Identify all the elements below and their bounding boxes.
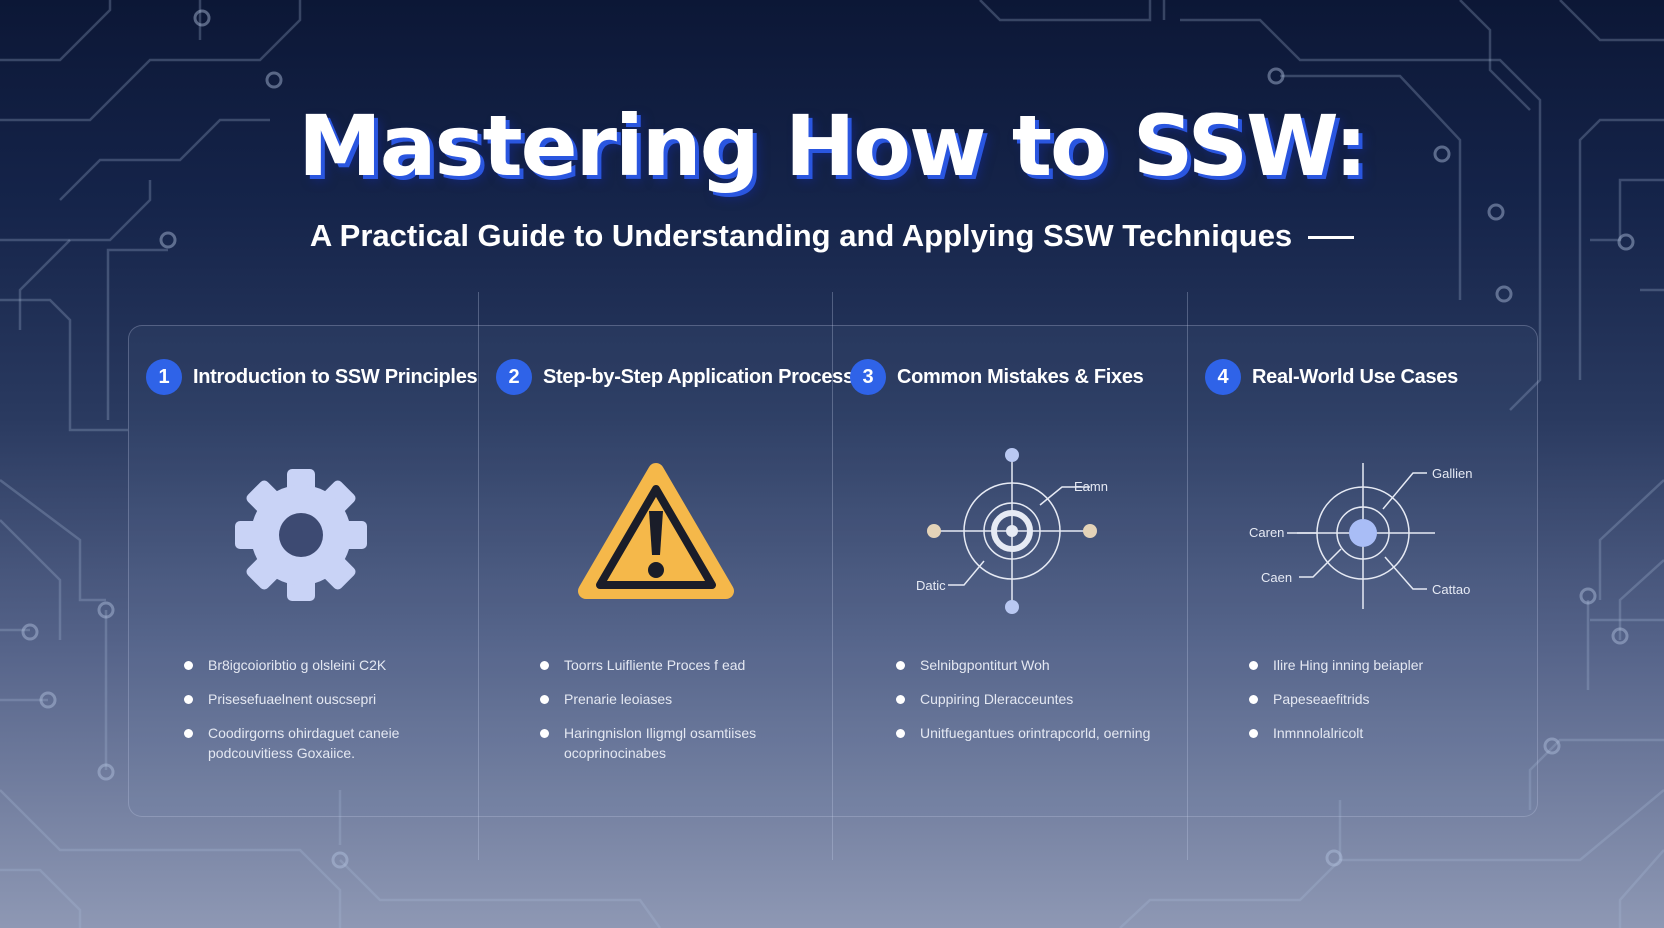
section-header: 2 Step-by-Step Application Process [496, 359, 854, 395]
bullet-item: Ilire Hing inning beiapler [1249, 655, 1549, 675]
section-number-badge: 3 [850, 359, 886, 395]
column-divider [832, 292, 833, 860]
section-title: Common Mistakes & Fixes [897, 365, 1144, 388]
section-number-badge: 2 [496, 359, 532, 395]
section-header: 1 Introduction to SSW Principles [146, 359, 478, 395]
bullet-item: Haringnislon Iligmgl osamtiises ocoprino… [540, 723, 840, 763]
bullet-item: Prisesefuaelnent ouscsepri [184, 689, 484, 709]
page-subtitle: A Practical Guide to Understanding and A… [0, 218, 1664, 254]
bullet-item: Prenarie leoiases [540, 689, 840, 709]
section-bullets: Ilire Hing inning beiapler Papeseaefitri… [1249, 655, 1549, 757]
page-title: Mastering How to SSW: [298, 97, 1368, 195]
sections-panel [128, 325, 1538, 817]
section-title: Step-by-Step Application Process [543, 365, 854, 388]
diagram-label: Gallien [1432, 466, 1472, 481]
diagram-label: Eamn [1074, 479, 1108, 494]
bullet-item: Inmnnolalricolt [1249, 723, 1549, 743]
network-diagram-icon: Gallien Caren Caen Cattao [1249, 463, 1472, 609]
column-divider [478, 292, 479, 860]
bullet-item: Coodirgorns ohirdaguet caneie podcouviti… [184, 723, 484, 763]
section-common-mistakes: 3 Common Mistakes & Fixes Eamn Datic Sel… [832, 325, 1187, 815]
bullet-item: Cuppiring Dleracceuntes [896, 689, 1196, 709]
section-real-world-use-cases: 4 Real-World Use Cases Gallien Caren Cae… [1187, 325, 1536, 815]
section-introduction: 1 Introduction to SSW Principles Br8igco… [128, 325, 478, 815]
bullet-item: Unitfuegantues orintrapcorld, oerning [896, 723, 1196, 743]
bullet-item: Br8igcoioribtio g olsleini C2K [184, 655, 484, 675]
section-header: 4 Real-World Use Cases [1205, 359, 1458, 395]
section-bullets: Selnibgpontiturt Woh Cuppiring Dleracceu… [896, 655, 1196, 757]
subtitle-dash [1308, 236, 1355, 240]
diagram-label: Cattao [1432, 582, 1470, 597]
bullet-item: Papeseaefitrids [1249, 689, 1549, 709]
section-bullets: Toorrs Luifliente Proces f ead Prenarie … [540, 655, 840, 777]
bullet-item: Selnibgpontiturt Woh [896, 655, 1196, 675]
section-number-badge: 4 [1205, 359, 1241, 395]
diagram-label: Caren [1249, 525, 1284, 540]
section-bullets: Br8igcoioribtio g olsleini C2K Prisesefu… [184, 655, 484, 777]
target-diagram-icon: Eamn Datic [916, 448, 1108, 614]
section-number-badge: 1 [146, 359, 182, 395]
gear-icon [235, 469, 367, 601]
diagram-label: Caen [1261, 570, 1292, 585]
section-application-process: 2 Step-by-Step Application Process Toorr… [478, 325, 854, 815]
section-title: Introduction to SSW Principles [193, 365, 478, 388]
column-divider [1187, 292, 1188, 860]
section-title: Real-World Use Cases [1252, 365, 1458, 388]
subtitle-text: A Practical Guide to Understanding and A… [309, 218, 1293, 253]
diagram-label: Datic [916, 578, 946, 593]
bullet-item: Toorrs Luifliente Proces f ead [540, 655, 840, 675]
section-header: 3 Common Mistakes & Fixes [850, 359, 1144, 395]
warning-icon [578, 463, 734, 599]
